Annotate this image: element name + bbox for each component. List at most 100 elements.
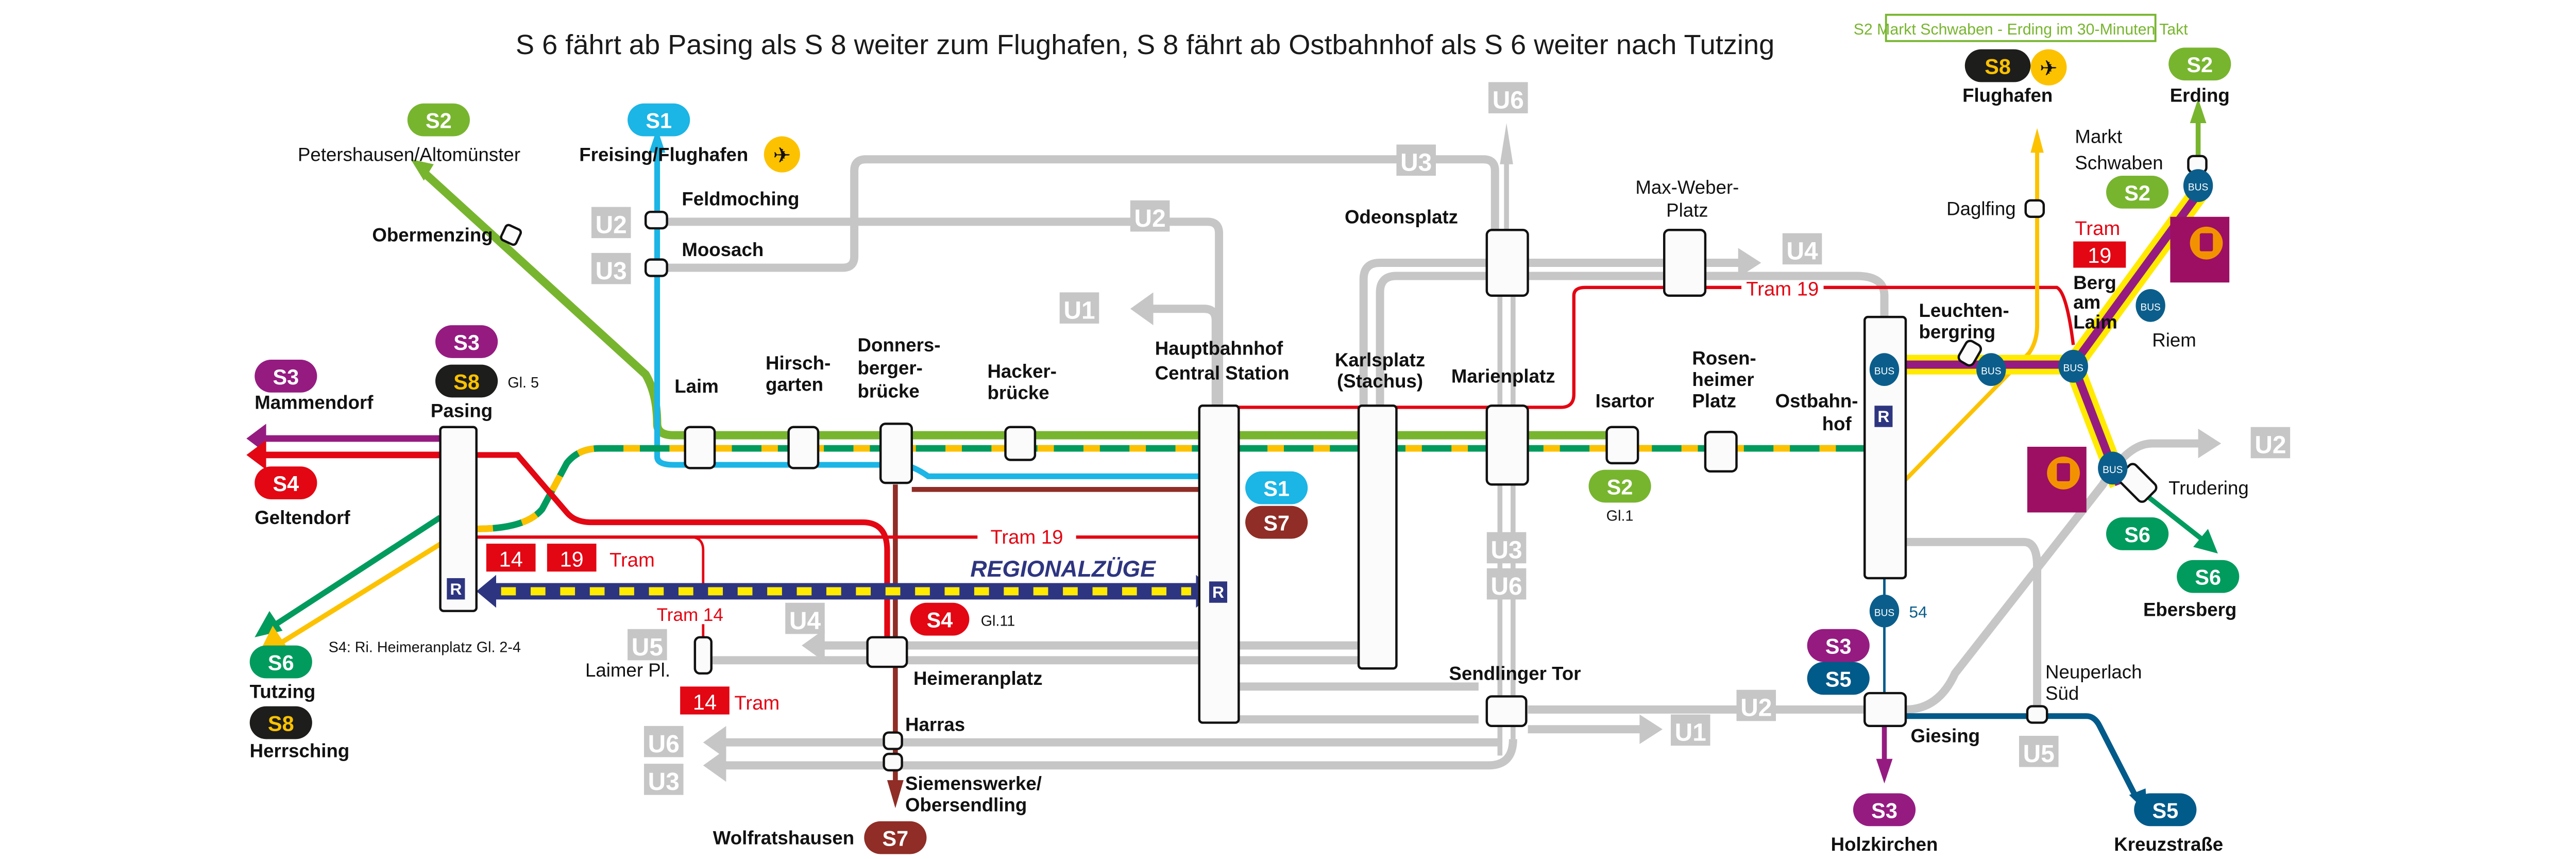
label-hauptbahnhof: Hauptbahnhof (1155, 338, 1283, 359)
label-isartor: Isartor (1596, 390, 1654, 411)
badge-s8: S8 (435, 364, 498, 398)
label-pasing: Pasing (431, 400, 493, 422)
ubahn-badge-u6: U6 (644, 726, 684, 758)
svg-text:Schwaben: Schwaben (2075, 152, 2163, 173)
svg-text:S4: S4 (927, 608, 953, 632)
label-hirschgarten: Hirsch- (766, 352, 831, 374)
tram14-label: Tram 14 (657, 605, 723, 625)
regional-line (493, 583, 1199, 600)
notice-box: S2 Markt Schwaben - Erding im 30-Minuten… (1854, 13, 2188, 42)
station-karlsplatz-box (1357, 405, 1398, 670)
dest-freising: Freising/Flughafen (579, 144, 748, 165)
regional-marker-pasing (447, 578, 465, 600)
label-marktschwaben: Markt (2075, 126, 2122, 147)
svg-text:heimer: heimer (1692, 369, 1754, 390)
badge-s5: S5 (1807, 662, 1870, 695)
station-daglfing-box (2024, 199, 2045, 218)
station-maxweberplatz-box (1663, 229, 1707, 297)
station-heimeranplatz-box (866, 636, 908, 668)
tram19-label: Tram 19 (990, 526, 1063, 548)
svg-text:U2: U2 (1134, 205, 1166, 232)
ubahn-badge-u2: U2 (591, 207, 631, 239)
bus-icon: BUS (1976, 353, 2006, 386)
badge-s3: S3 (1807, 629, 1870, 662)
svg-text:S3: S3 (453, 330, 480, 355)
ubahn-labels: U2 U3 U2 U3 U6 U1 U4 U3 U6 U5 U4 U6 U3 U… (591, 82, 2291, 796)
label-obermenzing: Obermenzing (372, 225, 493, 246)
svg-text:S1: S1 (646, 109, 672, 133)
badge-s7: S7 (864, 821, 927, 854)
svg-text:BUS: BUS (2103, 465, 2123, 476)
dest-mammendorf: Mammendorf (255, 392, 374, 413)
station-giesing-box (1863, 692, 1907, 728)
station-rosenheimerplatz-box (1704, 431, 1738, 473)
svg-text:BUS: BUS (2188, 182, 2208, 193)
label-giesing: Giesing (1911, 726, 1980, 747)
svg-text:S7: S7 (1263, 511, 1290, 535)
label-donnersbergerbruecke: Donners- (858, 334, 941, 356)
bus-icon: BUS (2058, 349, 2088, 383)
svg-text:brücke: brücke (987, 382, 1049, 403)
dest-flughafen: Flughafen (1962, 85, 2053, 106)
airport-icon: ✈ (764, 136, 800, 173)
ubahn-badge-u1: U1 (1059, 292, 1099, 324)
badge-s6: S6 (2177, 560, 2240, 593)
station-marienplatz-box (1485, 405, 1529, 486)
svg-text:U3: U3 (1491, 537, 1522, 564)
station-labels: Obermenzing Feldmoching Moosach Pasing G… (329, 126, 2249, 815)
svg-text:Obersendling: Obersendling (905, 795, 1027, 816)
line-badges: S2 S1 S3 S8 S3 S4 S6 S8 S1 S7 S4 S2 S7 S… (249, 47, 2240, 854)
svg-text:S5: S5 (1825, 667, 1852, 691)
svg-text:U6: U6 (648, 731, 680, 758)
svg-text:U4: U4 (789, 608, 821, 635)
s5-line-south (1905, 713, 2139, 798)
station-moosach-box (644, 258, 668, 277)
svg-text:hof: hof (1822, 413, 1852, 434)
badge-s4: S4 (910, 602, 970, 636)
s8-line-sw (278, 540, 445, 646)
station-odeonsplatz-box (1485, 229, 1529, 297)
u4-line (1359, 259, 1742, 408)
park-ride-icon (2027, 446, 2087, 513)
platform-heimeranplatz: Gl.11 (981, 613, 1015, 629)
station-hirschgarten-box (787, 426, 820, 469)
svg-text:S8: S8 (268, 711, 294, 735)
svg-text:S6: S6 (2195, 565, 2221, 589)
svg-text:berger-: berger- (858, 358, 923, 379)
label-bergamlaim: Berg (2073, 272, 2116, 293)
regional-markers: R R R (447, 406, 1893, 603)
svg-text:U3: U3 (648, 768, 680, 796)
u6-arrow (1500, 123, 1513, 164)
dest-herrsching: Herrsching (250, 740, 350, 761)
airport-icon: ✈ (2030, 49, 2067, 86)
u5-line-east (1905, 537, 2042, 710)
bus-stops: BUS BUS BUS BUS BUS BUS BUS 54 (1869, 169, 2213, 628)
badge-s8: S8 (249, 706, 312, 739)
svg-text:S7: S7 (883, 827, 909, 851)
svg-text:R: R (1212, 583, 1224, 601)
svg-text:U3: U3 (1400, 149, 1432, 176)
tram-label: Tram (609, 549, 655, 571)
bus-icon: BUS (1869, 594, 1900, 628)
station-hackerbruecke-box (1004, 426, 1037, 461)
badge-s2: S2 (407, 103, 470, 137)
label-leuchtenbergring: Leuchten- (1919, 300, 2009, 321)
svg-text:U6: U6 (1493, 87, 1524, 114)
ubahn-badge-u3: U3 (591, 252, 631, 285)
svg-text:garten: garten (766, 374, 823, 395)
svg-text:S1: S1 (1263, 477, 1290, 501)
ubahn-badge-u3: U3 (1396, 144, 1436, 176)
park-ride-icon (2170, 216, 2230, 283)
badge-s6: S6 (2106, 517, 2169, 550)
dest-geltendorf: Geltendorf (255, 507, 350, 528)
svg-text:Platz: Platz (1666, 200, 1708, 221)
station-leuchtenbergring-box (1957, 340, 1982, 367)
tram14-line (690, 535, 705, 637)
label-harras: Harras (905, 714, 965, 735)
dest-kreuzstrasse: Kreuzstraße (2114, 834, 2223, 855)
svg-text:S3: S3 (1871, 798, 1897, 822)
svg-text:BUS: BUS (2063, 363, 2083, 374)
svg-text:U6: U6 (1491, 573, 1522, 600)
svg-text:(Stachus): (Stachus) (1337, 370, 1423, 392)
